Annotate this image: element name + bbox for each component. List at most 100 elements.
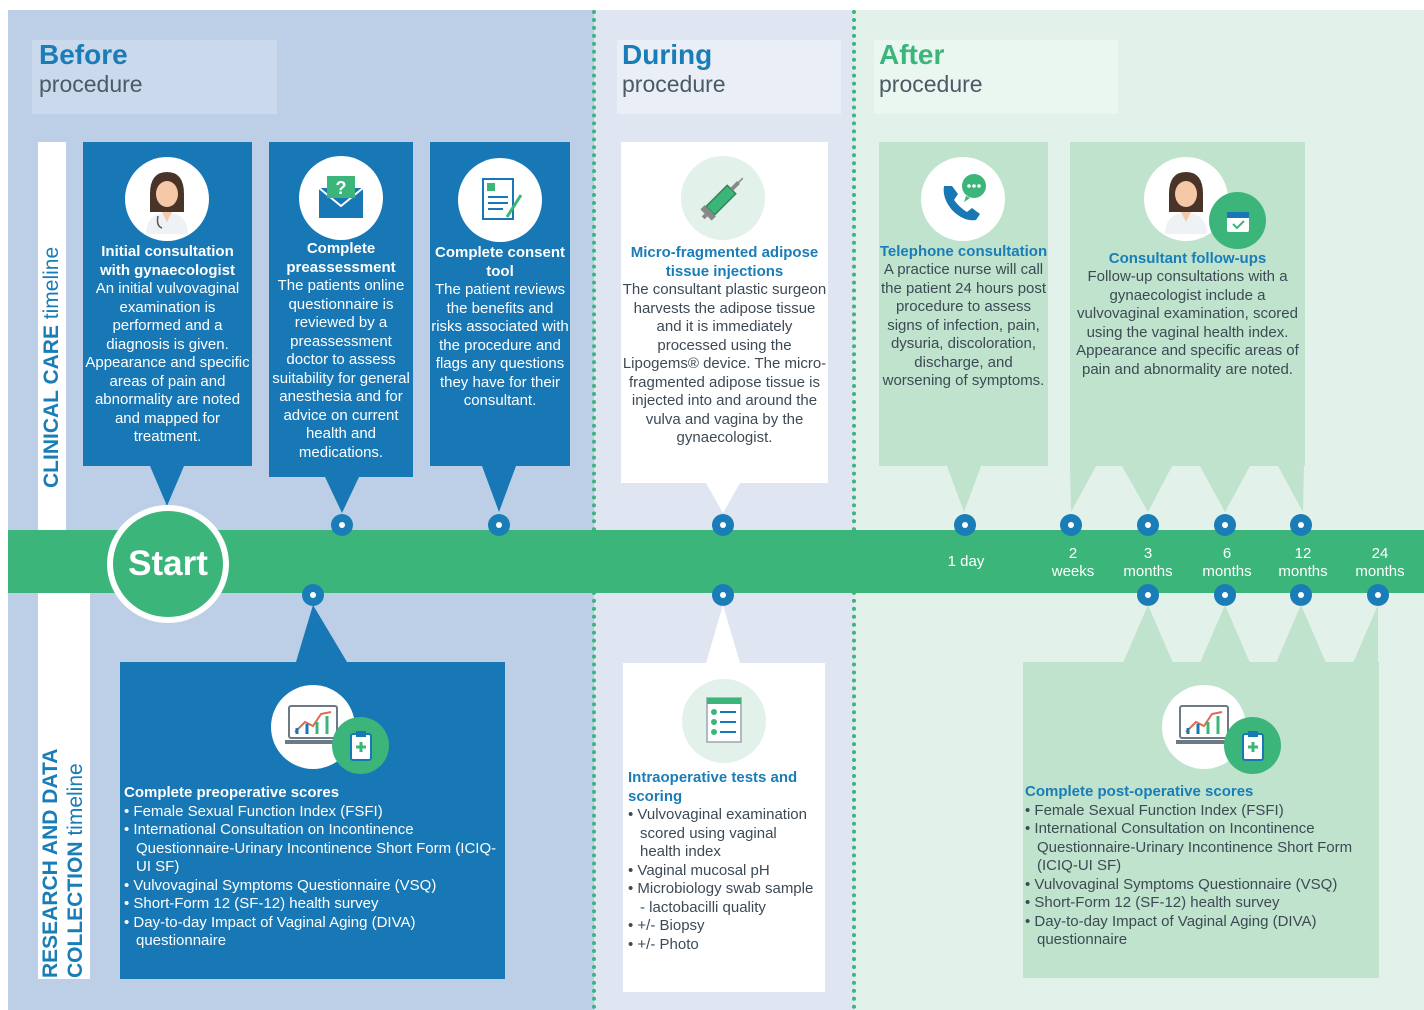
research-dot-pre [302, 584, 324, 606]
research-box-postoperative: Complete post-operative scores Female Se… [1023, 662, 1379, 978]
card-preassessment-text: The patients online questionnaire is rev… [272, 277, 410, 461]
list-item: Day-to-day Impact of Vaginal Aging (DIVA… [1025, 913, 1375, 950]
phase-after-title: After [879, 39, 945, 70]
research-box-preoperative: Complete preoperative scores Female Sexu… [120, 662, 505, 979]
timeline-band [8, 530, 1424, 593]
card-consent-tool: Complete consent tool The patient review… [430, 142, 570, 466]
phone-chat-icon [921, 157, 1005, 241]
pointer-preassessment [325, 477, 359, 513]
card-preassessment-title: Complete preassessment [286, 240, 396, 276]
phase-before-subtitle: procedure [39, 71, 143, 97]
card-adipose-injections-title: Micro-fragmented adipose tissue injectio… [630, 244, 819, 280]
consent-form-icon [458, 158, 542, 242]
card-initial-consultation: Initial consultation with gynaecologist … [83, 142, 252, 466]
post-op-pointers [1123, 605, 1378, 663]
list-item: Vulvovaginal examination scored using va… [628, 806, 821, 862]
syringe-icon [681, 156, 765, 240]
chart-monitor-icon [1162, 685, 1246, 769]
research-dot-intra [712, 584, 734, 606]
timeline-dot-3-months [1137, 514, 1159, 536]
list-item: Vaginal mucosal pH [628, 862, 821, 881]
timeline-dot-consent [488, 514, 510, 536]
research-preoperative-list: Female Sexual Function Index (FSFI) Inte… [124, 803, 501, 951]
research-preoperative-title: Complete preoperative scores [124, 784, 340, 801]
card-adipose-injections: Micro-fragmented adipose tissue injectio… [621, 142, 828, 483]
research-postoperative-list: Female Sexual Function Index (FSFI) Inte… [1025, 802, 1375, 950]
phase-title-after: After procedure [874, 40, 1118, 114]
timeline-dot-preassessment [331, 514, 353, 536]
pointer-initial-consultation [150, 466, 184, 506]
research-dot-12-months [1290, 584, 1312, 606]
start-label: Start [128, 544, 208, 583]
card-telephone-consultation-text: A practice nurse will call the patient 2… [880, 261, 1047, 389]
phase-title-before: Before procedure [32, 40, 277, 114]
followup-pointers [1070, 466, 1304, 512]
list-item: International Consultation on Incontinen… [1025, 820, 1375, 876]
doctor-icon [125, 157, 209, 241]
divider-before-during [592, 10, 596, 1010]
timeline-dot-2-weeks [1060, 514, 1082, 536]
timepoint-1-day: 1 day [947, 553, 985, 570]
timeline-dot-6-months [1214, 514, 1236, 536]
list-item: Vulvovaginal Symptoms Questionnaire (VSQ… [124, 877, 501, 896]
research-box-intraoperative: Intraoperative tests and scoring Vulvova… [623, 663, 825, 992]
list-item: Female Sexual Function Index (FSFI) [124, 803, 501, 822]
clinical-side-text: CLINICAL CARE timeline [40, 246, 63, 488]
start-circle: Start [113, 511, 223, 617]
list-item: Microbiology swab sample - lactobacilli … [628, 880, 821, 917]
phase-during-title: During [622, 39, 713, 70]
list-item: Short-Form 12 (SF-12) health survey [124, 895, 501, 914]
pointer-consent-tool [482, 466, 516, 512]
research-dot-24-months [1367, 584, 1389, 606]
doctor-calendar-icon [1144, 157, 1228, 241]
phase-before-title: Before [39, 39, 128, 70]
research-intraoperative-list: Vulvovaginal examination scored using va… [628, 806, 821, 954]
card-consent-tool-text: The patient reviews the benefits and ris… [431, 281, 569, 409]
card-consultant-followups-text: Follow-up consultations with a gynaecolo… [1076, 268, 1299, 378]
list-item: International Consultation on Incontinen… [124, 821, 501, 877]
card-adipose-injections-text: The consultant plastic surgeon harvests … [622, 281, 827, 446]
research-postoperative-title: Complete post-operative scores [1025, 783, 1254, 800]
checklist-icon [682, 679, 766, 763]
divider-during-after [852, 10, 856, 1010]
list-item: +/- Biopsy [628, 917, 821, 936]
card-consent-tool-title: Complete consent tool [434, 244, 566, 280]
phase-after-subtitle: procedure [879, 71, 983, 97]
card-telephone-consultation-title: Telephone consultation [879, 243, 1048, 260]
card-preassessment: ? Complete preassessment The patients on… [269, 142, 413, 477]
timeline-dot-12-months [1290, 514, 1312, 536]
research-intraoperative-title: Intraoperative tests and scoring [628, 769, 798, 805]
calendar-icon [1209, 192, 1266, 249]
pointer-intraoperative [706, 605, 740, 663]
clipboard-icon [332, 717, 389, 774]
clinical-side-label: CLINICAL CARE timeline [38, 142, 66, 530]
clipboard-icon [1224, 717, 1281, 774]
list-item: Female Sexual Function Index (FSFI) [1025, 802, 1375, 821]
list-item: +/- Photo [628, 936, 821, 955]
pointer-preoperative [296, 605, 347, 662]
phase-during-subtitle: procedure [622, 71, 726, 97]
phase-title-during: During procedure [617, 40, 841, 114]
timeline-dot-1-day [954, 514, 976, 536]
card-initial-consultation-text: An initial vulvovaginal examination is p… [85, 280, 250, 445]
envelope-question-icon: ? [299, 156, 383, 240]
svg-text:?: ? [336, 178, 347, 198]
list-item: Short-Form 12 (SF-12) health survey [1025, 894, 1375, 913]
card-consultant-followups: Consultant follow-ups Follow-up consulta… [1070, 142, 1305, 466]
research-dot-3-months [1137, 584, 1159, 606]
card-telephone-consultation: Telephone consultation A practice nurse … [879, 142, 1048, 466]
list-item: Vulvovaginal Symptoms Questionnaire (VSQ… [1025, 876, 1375, 895]
card-consultant-followups-title: Consultant follow-ups [1108, 250, 1267, 267]
list-item: Day-to-day Impact of Vaginal Aging (DIVA… [124, 914, 501, 951]
card-initial-consultation-title: Initial consultation with gynaecologist [99, 243, 235, 279]
timeline-dot-procedure [712, 514, 734, 536]
pointer-telephone-consultation [947, 466, 981, 512]
pointer-adipose-injections [706, 483, 740, 513]
